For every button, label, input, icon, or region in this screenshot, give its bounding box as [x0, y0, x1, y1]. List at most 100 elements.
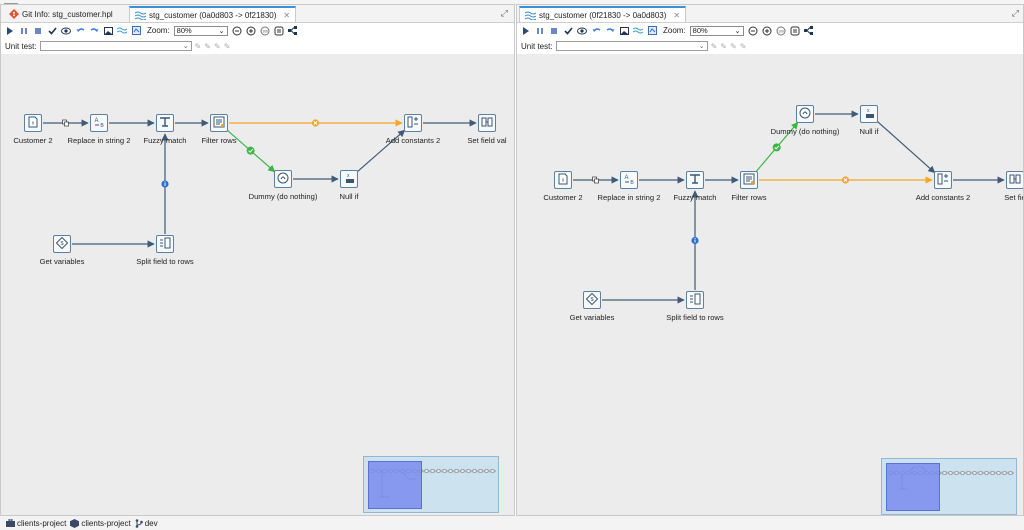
unit-test-edit-icon[interactable]: ✎	[720, 41, 727, 51]
undo-icon[interactable]	[591, 26, 601, 36]
transform-label-replace: Replace in string 2	[597, 193, 661, 202]
distribute-icon[interactable]	[131, 26, 141, 36]
zoom-select[interactable]: 80% ⌄	[689, 25, 744, 36]
set-field-value-icon	[1009, 173, 1021, 187]
zoom-in-icon[interactable]	[762, 26, 772, 36]
unit-test-new-icon[interactable]: ✎	[710, 41, 718, 51]
hierarchy-icon[interactable]	[287, 26, 298, 36]
check-icon[interactable]	[563, 26, 573, 36]
transform-addconst[interactable]	[404, 114, 422, 132]
transform-dummy[interactable]	[796, 105, 814, 123]
svg-text:A: A	[94, 118, 98, 124]
transform-getvars[interactable]: $	[53, 235, 71, 253]
hierarchy-icon[interactable]	[803, 26, 814, 36]
transform-label-getvars: Get variables	[569, 313, 615, 322]
transform-fuzzy[interactable]	[156, 114, 174, 132]
unit-test-run-icon[interactable]: ✎	[223, 41, 231, 51]
unit-test-new-icon[interactable]: ✎	[194, 41, 202, 51]
project-name: clients-project	[17, 518, 67, 528]
unit-test-row: Unit test: ⌄ ✎ ✎ ✎ ✎	[1, 39, 514, 53]
transform-setfield[interactable]	[478, 114, 496, 132]
add-constants-icon	[937, 173, 949, 187]
right-minimap[interactable]	[881, 458, 1017, 515]
svg-text:100: 100	[262, 29, 268, 33]
align-icon[interactable]	[117, 26, 127, 36]
zoom-out-icon[interactable]	[748, 26, 758, 36]
hop-copy-icon	[62, 119, 69, 127]
dummy-icon	[277, 172, 289, 186]
transform-label-replace: Replace in string 2	[67, 136, 131, 145]
transform-nullif[interactable]: x	[860, 105, 878, 123]
image-icon[interactable]	[103, 26, 113, 36]
environment-status[interactable]: clients-project	[70, 518, 131, 528]
redo-icon[interactable]	[89, 26, 99, 36]
tab-label: stg_customer (0a0d803 -> 0f21830)	[149, 10, 277, 20]
branch-status[interactable]: dev	[135, 519, 158, 528]
left-minimap[interactable]	[363, 456, 499, 513]
left-minimap-viewport[interactable]	[368, 461, 422, 509]
stop-icon[interactable]	[33, 26, 43, 36]
unit-test-run-icon[interactable]: ✎	[739, 41, 747, 51]
undo-icon[interactable]	[75, 26, 85, 36]
transform-setfield[interactable]	[1006, 171, 1023, 189]
tab-left-diff[interactable]: stg_customer (0a0d803 -> 0f21830) ✕	[129, 6, 297, 22]
chevron-down-icon: ⌄	[734, 26, 741, 35]
transform-customer2[interactable]: x	[24, 114, 42, 132]
hop-nullif-to-addconst[interactable]	[876, 120, 936, 174]
unit-test-delete-icon[interactable]: ✎	[729, 41, 737, 51]
close-icon[interactable]: ✕	[673, 10, 681, 20]
chevron-down-icon: ⌄	[182, 43, 189, 50]
unit-test-select[interactable]: ⌄	[555, 41, 708, 51]
zoom-select[interactable]: 80%⌄	[173, 25, 228, 36]
run-icon[interactable]	[5, 26, 15, 36]
right-minimap-viewport[interactable]	[886, 463, 940, 511]
preview-eye-icon[interactable]	[61, 26, 71, 36]
run-icon[interactable]	[521, 26, 531, 36]
zoom-out-icon[interactable]	[232, 26, 242, 36]
align-icon[interactable]	[633, 26, 643, 36]
minimize-strip-icon[interactable]	[4, 0, 18, 4]
zoom-in-icon[interactable]	[246, 26, 256, 36]
unit-test-delete-icon[interactable]: ✎	[213, 41, 221, 51]
zoom-fit-icon[interactable]	[790, 26, 800, 36]
close-icon[interactable]: ✕	[283, 10, 291, 20]
transform-split[interactable]	[686, 291, 704, 309]
hop-nullif-to-addconst[interactable]	[356, 129, 406, 173]
transform-dummy[interactable]	[274, 170, 292, 188]
zoom-100-icon[interactable]: 100	[260, 26, 270, 36]
tab-right-diff[interactable]: stg_customer (0f21830 -> 0a0d803) ✕	[519, 6, 687, 22]
transform-filter[interactable]	[740, 171, 758, 189]
zoom-fit-icon[interactable]	[274, 26, 284, 36]
transform-nullif[interactable]: x	[340, 170, 358, 188]
pause-icon[interactable]	[19, 26, 29, 36]
transform-fuzzy[interactable]	[686, 171, 704, 189]
transform-filter[interactable]	[210, 114, 228, 132]
left-pipeline-pane: Git Info: stg_customer.hpl stg_customer …	[0, 4, 515, 516]
transform-split[interactable]	[156, 235, 174, 253]
distribute-icon[interactable]	[647, 26, 657, 36]
git-branch-icon	[135, 518, 143, 528]
redo-icon[interactable]	[605, 26, 615, 36]
left-hops-layer	[43, 119, 477, 248]
transform-customer2[interactable]: x	[554, 171, 572, 189]
tab-git-info[interactable]: Git Info: stg_customer.hpl	[4, 6, 118, 22]
unit-test-select[interactable]: ⌄	[39, 41, 192, 51]
unit-test-edit-icon[interactable]: ✎	[204, 41, 211, 51]
transform-addconst[interactable]	[934, 171, 952, 189]
stop-icon[interactable]	[549, 26, 559, 36]
image-icon[interactable]	[619, 26, 629, 36]
pause-icon[interactable]	[535, 26, 545, 36]
zoom-value: 80%	[692, 26, 708, 35]
preview-eye-icon[interactable]	[577, 26, 587, 36]
check-icon[interactable]	[47, 26, 57, 36]
maximize-icon[interactable]: ⤢	[500, 8, 508, 18]
project-status[interactable]: clients-project	[6, 519, 66, 528]
zoom-100-icon[interactable]: 100	[776, 26, 786, 36]
transform-getvars[interactable]: $	[583, 291, 601, 309]
maximize-icon[interactable]: ⤢	[1011, 8, 1019, 18]
